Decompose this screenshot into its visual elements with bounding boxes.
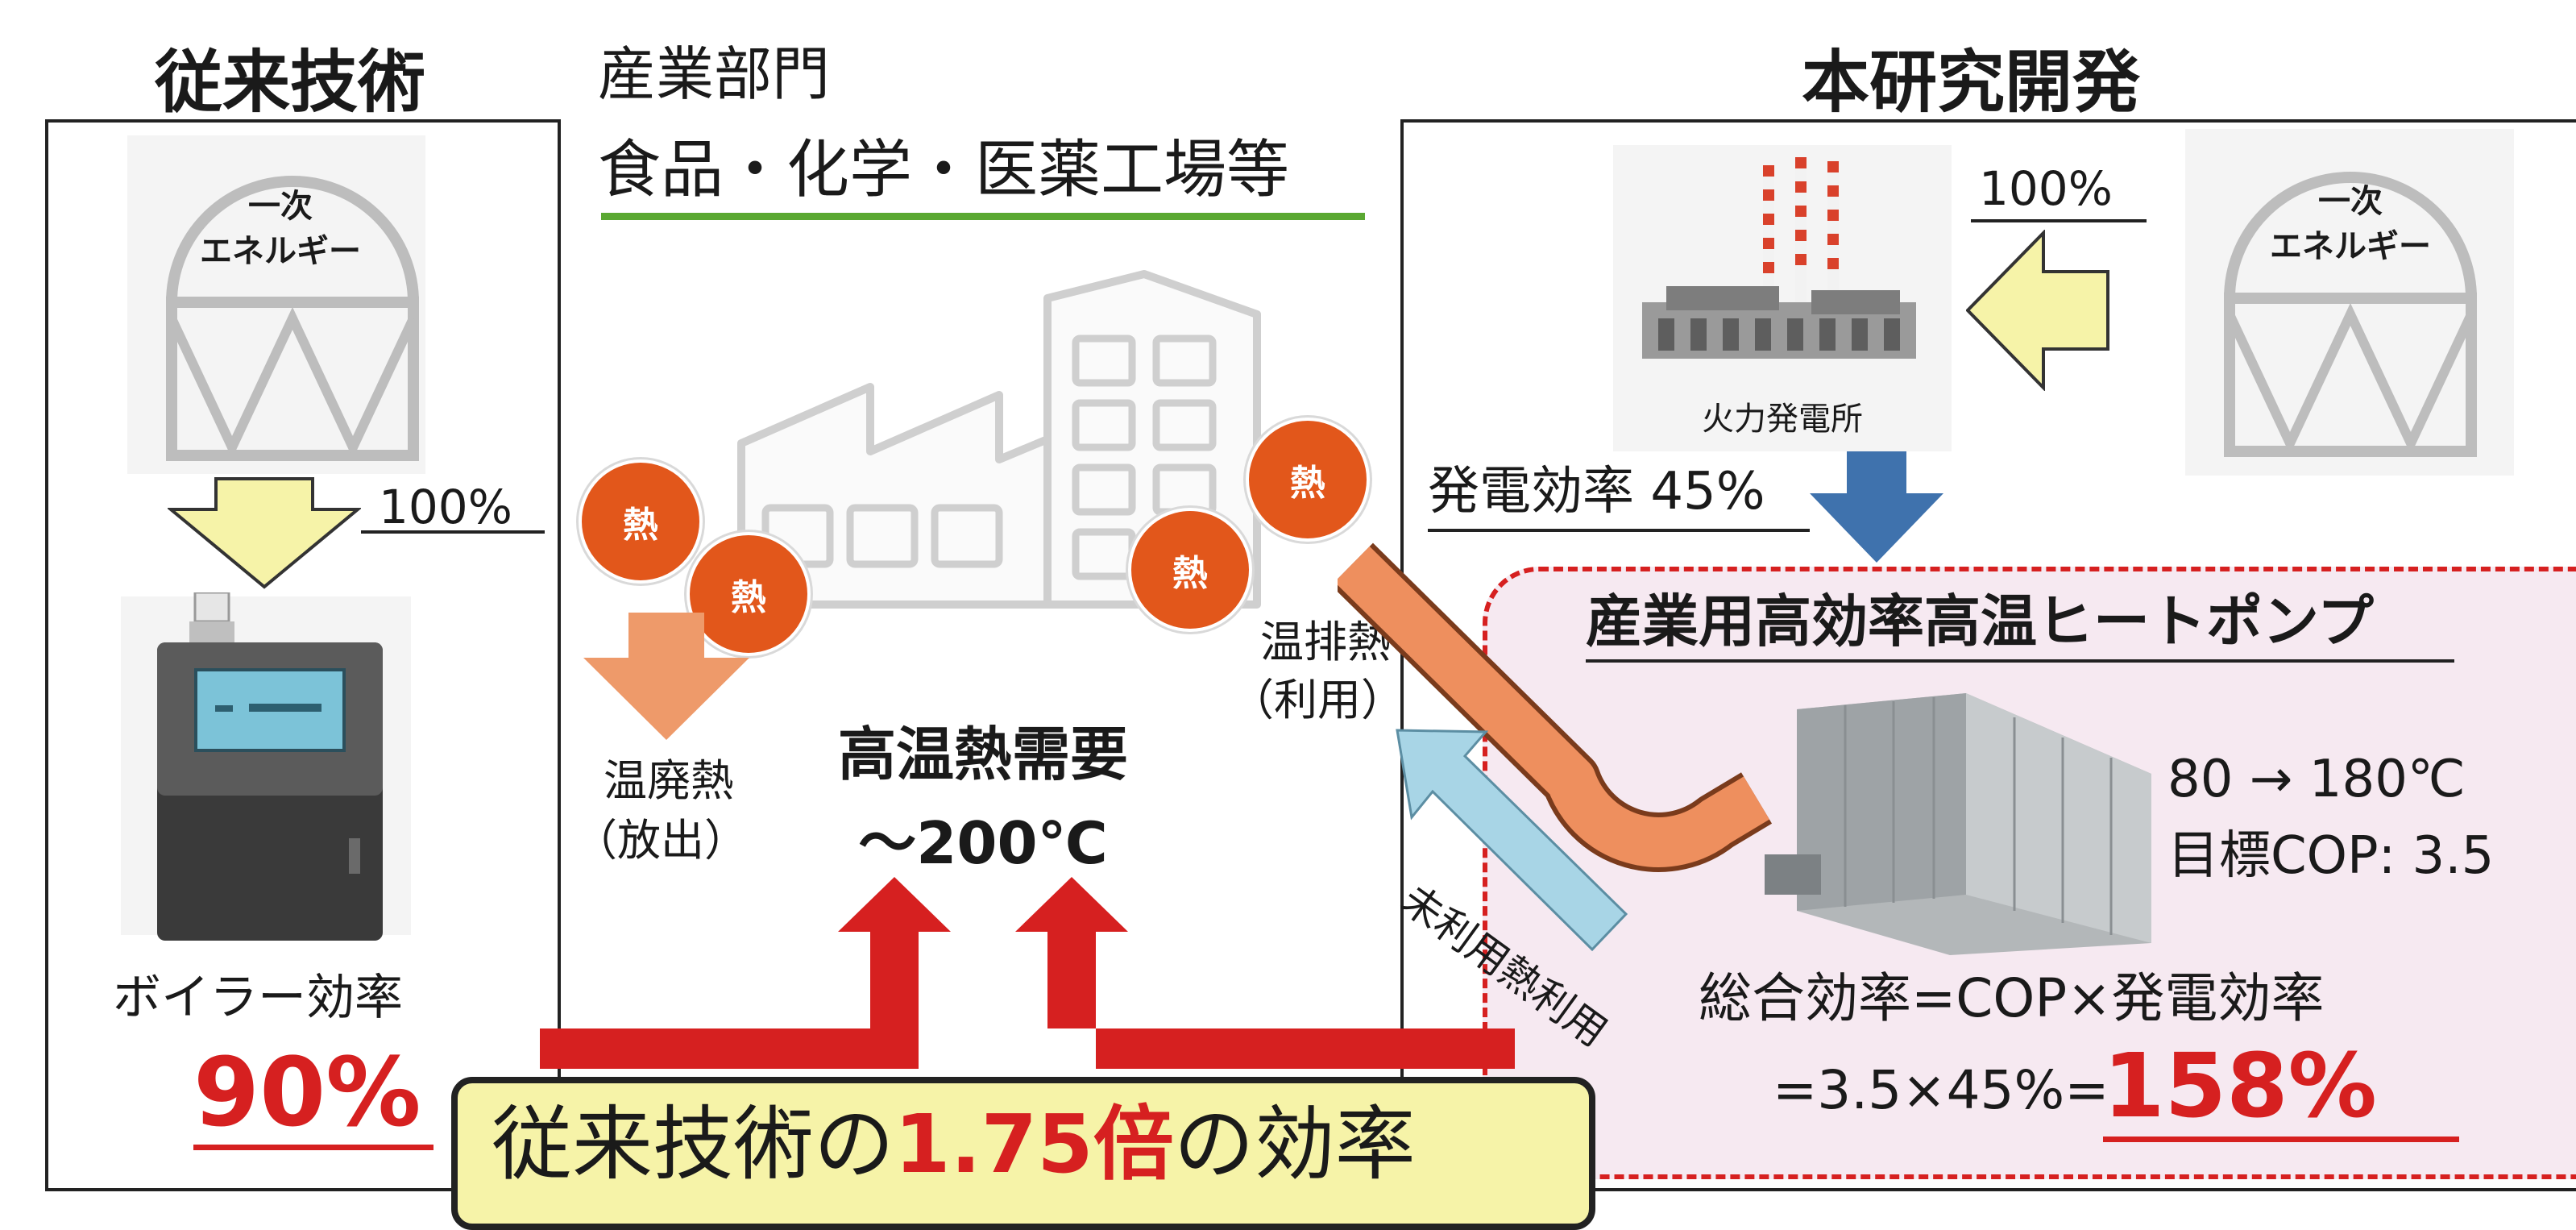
heatpump-title-underline	[1586, 659, 2454, 663]
primary-energy-label-right-line1: 一次	[2318, 183, 2383, 220]
total-efficiency-value: 158%	[2103, 1034, 2377, 1137]
heatpump-title: 産業用高効率高温ヒートポンプ	[1586, 588, 2374, 654]
research-heading: 本研究開発	[1802, 43, 2141, 122]
conclusion-multiplier: 1.75倍	[894, 1097, 1174, 1191]
power-plant-label: 火力発電所	[1702, 401, 1863, 438]
heat-demand-label-line2: ～200℃	[858, 809, 1108, 877]
heat-ball-3: 熱	[1128, 508, 1252, 632]
conventional-heading: 従来技術	[155, 43, 426, 122]
boiler-efficiency-label: ボイラー効率	[113, 970, 403, 1026]
primary-energy-icon-right	[2224, 172, 2477, 457]
boiler-icon	[157, 592, 383, 941]
research-input-percent-underline	[1971, 219, 2147, 222]
sector-examples-underline	[601, 213, 1365, 220]
heat-ball-4: 熱	[1246, 418, 1370, 542]
primary-energy-label-line2: エネルギー	[200, 233, 361, 270]
research-input-percent: 100%	[1979, 161, 2113, 216]
conventional-panel	[45, 119, 561, 1191]
conclusion-text: 従来技術の1.75倍の効率	[492, 1104, 1416, 1185]
energy-left-arrow	[1966, 230, 2109, 391]
primary-energy-icon	[166, 176, 419, 461]
power-efficiency-underline	[1428, 529, 1810, 532]
boiler-efficiency-value: 90%	[193, 1037, 421, 1148]
total-efficiency-calc: =3.5×45%=	[1773, 1059, 2109, 1121]
total-efficiency-underline	[2103, 1137, 2459, 1142]
total-efficiency-formula: 総合効率=COP×発電効率	[1699, 967, 2325, 1029]
power-efficiency-label: 発電効率 45%	[1428, 462, 1765, 522]
sector-examples: 食品・化学・医薬工場等	[598, 134, 1290, 206]
temperature-range: 80 → 180℃	[2167, 750, 2466, 809]
target-cop: 目標COP: 3.5	[2167, 826, 2495, 886]
heat-demand-label-line1: 高温熱需要	[837, 721, 1128, 788]
heat-ball-1: 熱	[579, 459, 703, 584]
input-percent-underline	[361, 530, 545, 534]
energy-down-arrow	[168, 477, 361, 589]
power-down-arrow	[1810, 451, 1943, 563]
primary-energy-label-line1: 一次	[248, 188, 313, 225]
exhaust-heat-label-line1: 温排熱	[1260, 617, 1391, 667]
power-plant-icon	[1642, 157, 1916, 359]
waste-heat-label-line2: （放出）	[574, 815, 748, 866]
exhaust-heat-label-line2: （利用）	[1230, 675, 1404, 725]
heat-ball-2: 熱	[687, 532, 811, 656]
sector-label: 産業部門	[598, 40, 831, 108]
conventional-input-percent: 100%	[379, 480, 512, 534]
heatpump-machine	[1765, 693, 2151, 955]
boiler-efficiency-underline	[193, 1145, 433, 1150]
primary-energy-label-right-line2: エネルギー	[2270, 228, 2431, 265]
conclusion-suffix: の効率	[1173, 1097, 1416, 1191]
heat-recycle-pipe	[1338, 542, 1773, 872]
efficiency-compare-arrows	[540, 877, 1515, 1069]
unused-heat-arrow	[1396, 729, 1628, 952]
conclusion-prefix: 従来技術の	[492, 1097, 894, 1191]
waste-heat-label-line1: 温廃熱	[604, 755, 734, 806]
waste-heat-arrow	[583, 613, 749, 740]
